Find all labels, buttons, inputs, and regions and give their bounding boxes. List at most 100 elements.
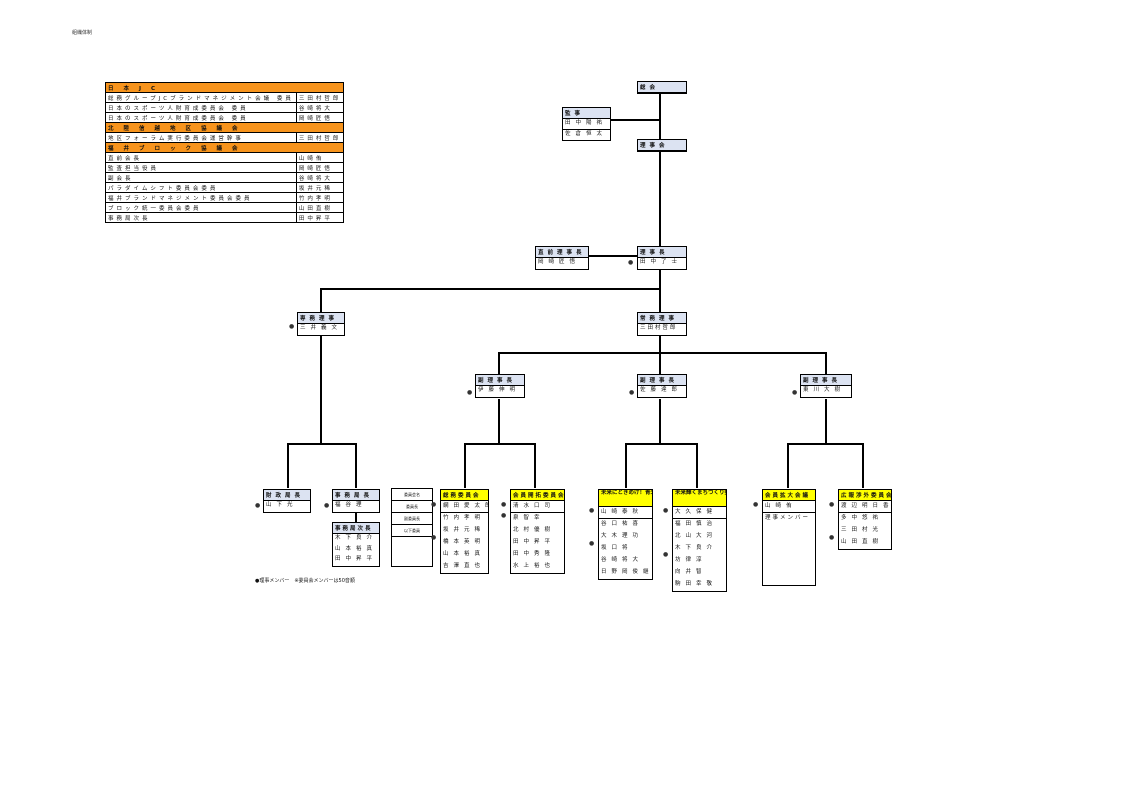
director-marker: ●: [289, 323, 295, 330]
table-row: 監査担当役員岡崎匠悟: [105, 162, 345, 173]
member: 北山大河: [673, 531, 726, 543]
member: 坂口将: [599, 543, 652, 555]
role-cell: 直前会長: [105, 152, 297, 163]
legend-box: 委員会名 委員長 副委員長 以下委員: [391, 488, 433, 567]
name-cell: 山崎侑: [295, 152, 345, 163]
member: 橋本英明: [441, 537, 488, 549]
member: 三田村哲郎: [638, 324, 686, 335]
member: 日野岡俊継: [599, 567, 652, 579]
director-marker: ●: [589, 540, 595, 547]
role-cell: 事務局次長: [105, 212, 297, 223]
director-marker: ●: [501, 501, 507, 508]
member: 清水口司: [511, 501, 564, 513]
corner-label: 組織体制: [72, 30, 93, 36]
director-marker: ●: [792, 389, 798, 396]
member: [763, 537, 815, 549]
auditors-box: 監事 田中陽祐 佐倉恒太: [562, 107, 611, 141]
box-title: 総会: [638, 82, 686, 93]
executive-director-box: 常務理事 三田村哲郎: [637, 312, 687, 336]
committee-box: 総務委員会網田愛太郎竹内孝明坂井元稀橋本英明山本裕真吉澤直也: [440, 489, 489, 574]
role-cell: 副会長: [105, 172, 297, 183]
name-cell: 竹内孝明: [295, 192, 345, 203]
director-marker: ●: [628, 259, 634, 266]
role-cell: パラダイムシフト委員会委員: [105, 182, 297, 193]
director-marker: ●: [501, 512, 507, 519]
member: 田中昇平: [511, 537, 564, 549]
director-marker: ●: [467, 389, 473, 396]
member: 坊律淳: [673, 555, 726, 567]
member: 谷口祐喜: [599, 519, 652, 531]
name-cell: 岡崎匠悟: [295, 162, 345, 173]
director-marker: ●: [829, 501, 835, 508]
role-cell: 監査担当役員: [105, 162, 297, 173]
member: 吉澤直也: [441, 561, 488, 573]
vp-box-1: 副理事長 伊藤伸明: [475, 374, 525, 398]
section-title: 福井ブロック協議会: [104, 142, 345, 153]
secretariat-sub-box: 事務局次長 木下良介 山本裕真 田中昇平: [332, 522, 380, 567]
legend-item: 副委員長: [392, 513, 432, 525]
member: 北村優樹: [511, 525, 564, 537]
treasurer-box: 財政局長 山下光: [263, 489, 311, 513]
table-row: パラダイムシフト委員会委員坂井元稀: [105, 182, 345, 193]
role-cell: 日本のスポーツ人財育成委員会 委員: [105, 102, 297, 113]
box-title: 理事長: [638, 247, 686, 258]
role-cell: 地区フォーラム実行委員会運営幹事: [105, 132, 297, 143]
table-row: 副会長谷崎将大: [105, 172, 345, 183]
member: 佐藤達郎: [638, 386, 686, 397]
board-box: 理事会: [637, 139, 687, 152]
member: 谷崎将大: [599, 555, 652, 567]
table-section-header: 北陸信越地区協議会: [104, 122, 345, 133]
member: [763, 573, 815, 585]
member: 坂井元稀: [441, 525, 488, 537]
table-row: ブロック統一委員会委員山田直樹: [105, 202, 345, 213]
section-title: 北陸信越地区協議会: [104, 122, 345, 133]
member: 理事メンバー: [763, 513, 815, 525]
table-row: 日本のスポーツ人財育成委員会 委員谷崎将大: [105, 102, 345, 113]
member: 竹内孝明: [441, 513, 488, 525]
committee-title: 広報渉外委員会: [839, 490, 891, 501]
name-cell: 坂井元稀: [295, 182, 345, 193]
table-row: 福井ブランドマネジメント委員会委員竹内孝明: [105, 192, 345, 203]
member: 大木理功: [599, 531, 652, 543]
member: 岡崎匠悟: [536, 258, 588, 269]
president-box: 理事長 田中了士: [637, 246, 687, 270]
member: 三田村光: [839, 525, 891, 537]
committee-box: 未来にときめけ！青少年育成委員会山崎泰秋谷口祐喜大木理功坂口将谷崎将大日野岡俊継: [598, 489, 653, 580]
box-title: 専務理事: [298, 313, 344, 324]
name-cell: 山田直樹: [295, 202, 345, 213]
box-title: 財政局長: [264, 490, 310, 501]
member: 大久保健: [673, 507, 726, 519]
box-title: 副理事長: [801, 375, 851, 386]
member: 伊藤伸明: [476, 386, 524, 397]
committee-title: 未来輝くまちづくり委員会: [673, 490, 726, 507]
member: 渡辺明日香: [839, 501, 891, 513]
table-section-header: 福井ブロック協議会: [104, 142, 345, 153]
committee-title: 会員開拓委員会: [511, 490, 564, 501]
box-title: 監事: [563, 108, 610, 119]
member: 山田直樹: [839, 537, 891, 549]
box-title: 副理事長: [476, 375, 524, 386]
table-row: 日本のスポーツ人財育成委員会 委員岡崎匠悟: [105, 112, 345, 123]
committee-box: 広報渉外委員会渡辺明日香多中悠祐三田村光山田直樹: [838, 489, 892, 550]
name-cell: 谷崎将大: [295, 102, 345, 113]
section-title: 日本JC: [104, 82, 345, 93]
role-cell: 福井ブランドマネジメント委員会委員: [105, 192, 297, 203]
member: 泉智幸: [511, 513, 564, 525]
committee-title: 総務委員会: [441, 490, 488, 501]
table-row: 事務局次長田中昇平: [105, 212, 345, 223]
director-marker: ●: [629, 389, 635, 396]
director-marker: ●: [753, 501, 759, 508]
role-cell: ブロック統一委員会委員: [105, 202, 297, 213]
name-cell: 岡崎匠悟: [295, 112, 345, 123]
role-cell: 総務グループJCブランドマネジメント会議 委員: [105, 92, 297, 103]
footnote: ●理事メンバー ※委員会メンバーは50音順: [255, 578, 355, 584]
member: 佐倉恒太: [563, 130, 610, 140]
vp-box-2: 副理事長 佐藤達郎: [637, 374, 687, 398]
member: 田中陽祐: [563, 119, 610, 130]
name-cell: 三田村哲郎: [295, 132, 345, 143]
legend-item: 委員長: [392, 501, 432, 513]
director-marker: ●: [663, 507, 669, 514]
member: 多中悠祐: [839, 513, 891, 525]
member: [763, 561, 815, 573]
